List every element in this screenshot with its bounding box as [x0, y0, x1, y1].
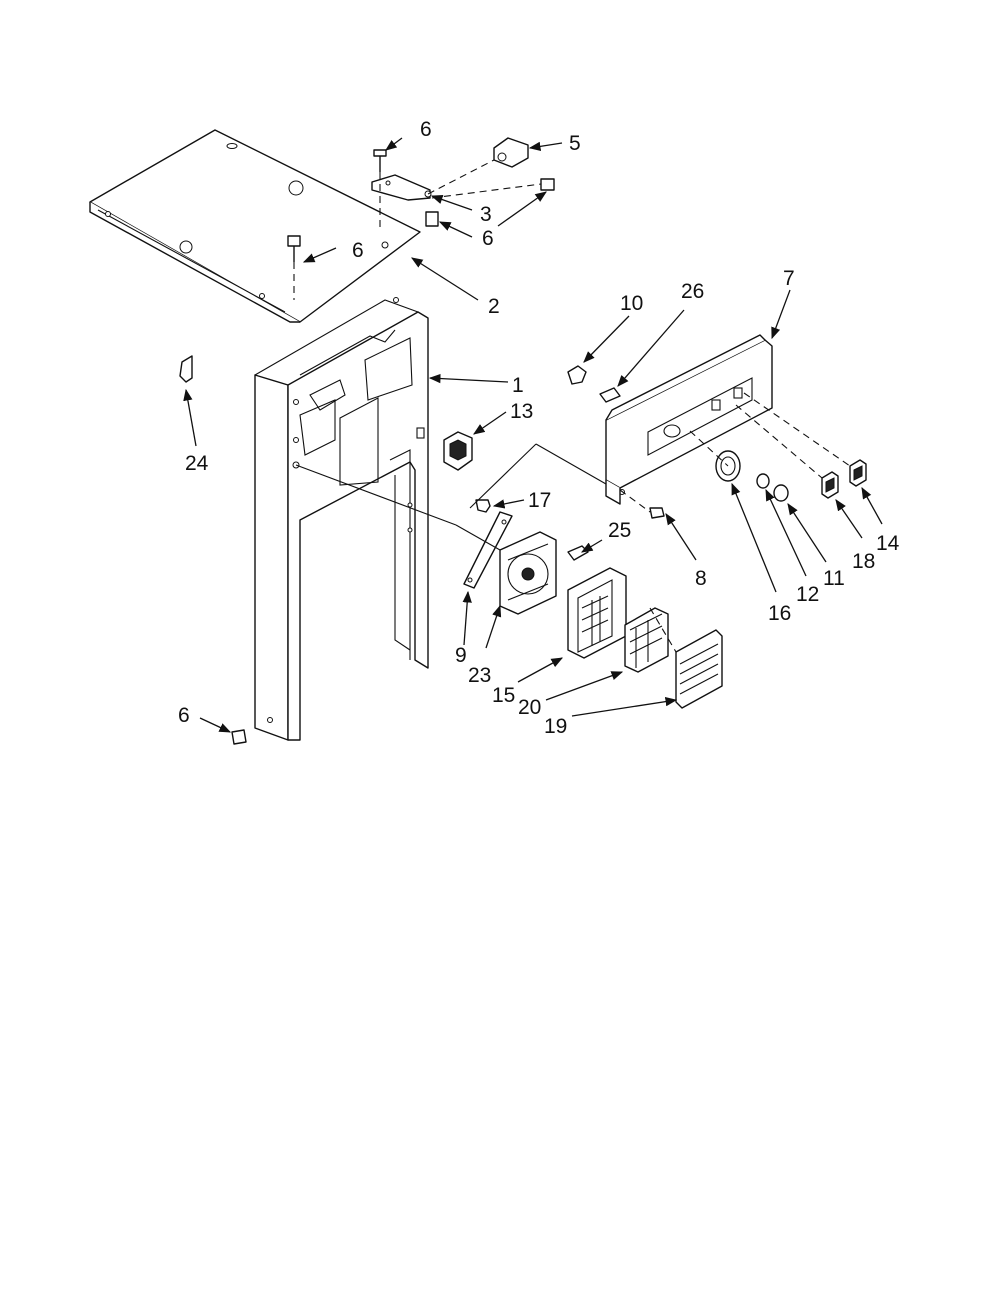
rocker-switch: [443, 431, 473, 471]
callout-7: 7: [783, 267, 795, 290]
screw-top-2: [425, 211, 439, 227]
assembly-lines: [293, 159, 851, 653]
callout-6-top: 6: [420, 118, 432, 141]
callout-labels: 1 2 3 5 6 6 6 6 7 8 9 10 11 12 13 14 15 …: [178, 118, 900, 738]
callout-5: 5: [569, 132, 581, 155]
callout-1: 1: [512, 374, 524, 397]
hinge-bracket: [371, 174, 432, 201]
small-clip: [567, 545, 589, 561]
top-panel: [89, 129, 421, 323]
callout-12: 12: [796, 583, 819, 606]
callout-18: 18: [852, 550, 875, 573]
callout-6-right: 6: [482, 227, 494, 250]
callout-9: 9: [455, 644, 467, 667]
screw-top-4: [287, 235, 301, 262]
callout-2: 2: [488, 295, 500, 318]
callout-26: 26: [681, 280, 704, 303]
rocker-switch-14: [849, 459, 867, 487]
bracket-10: [567, 365, 587, 385]
filter-housing: [567, 567, 627, 659]
callout-6-bottom: 6: [178, 704, 190, 727]
control-panel: [605, 334, 773, 505]
rocker-switch-18: [821, 471, 839, 499]
mounting-strip: [463, 511, 513, 589]
screw-8: [649, 507, 665, 519]
callout-3: 3: [480, 203, 492, 226]
clip-26: [599, 387, 621, 403]
knob-nut: [756, 473, 770, 489]
louvered-grille: [675, 629, 723, 709]
callout-11: 11: [823, 567, 845, 590]
fan-assembly: [499, 531, 557, 615]
clip-bracket: [179, 355, 193, 383]
leader-arrows: [183, 137, 883, 733]
knob: [773, 484, 789, 502]
screw-top-1: [373, 149, 387, 172]
filter-mesh: [624, 607, 669, 673]
callout-15: 15: [492, 684, 515, 707]
hinge-block: [493, 137, 529, 168]
callout-17: 17: [528, 489, 551, 512]
callout-25: 25: [608, 519, 631, 542]
callout-6-panel: 6: [352, 239, 364, 262]
screw-17: [475, 499, 491, 513]
callout-16: 16: [768, 602, 791, 625]
callout-24: 24: [185, 452, 209, 475]
callout-20: 20: [518, 696, 541, 719]
callout-14: 14: [876, 532, 900, 555]
callout-10: 10: [620, 292, 643, 315]
callout-8: 8: [695, 567, 707, 590]
callout-19: 19: [544, 715, 567, 738]
callout-23: 23: [468, 664, 491, 687]
screw-top-3: [540, 178, 555, 191]
callout-13: 13: [510, 400, 533, 423]
main-frame: [254, 297, 429, 741]
screw-bottom: [231, 729, 247, 745]
